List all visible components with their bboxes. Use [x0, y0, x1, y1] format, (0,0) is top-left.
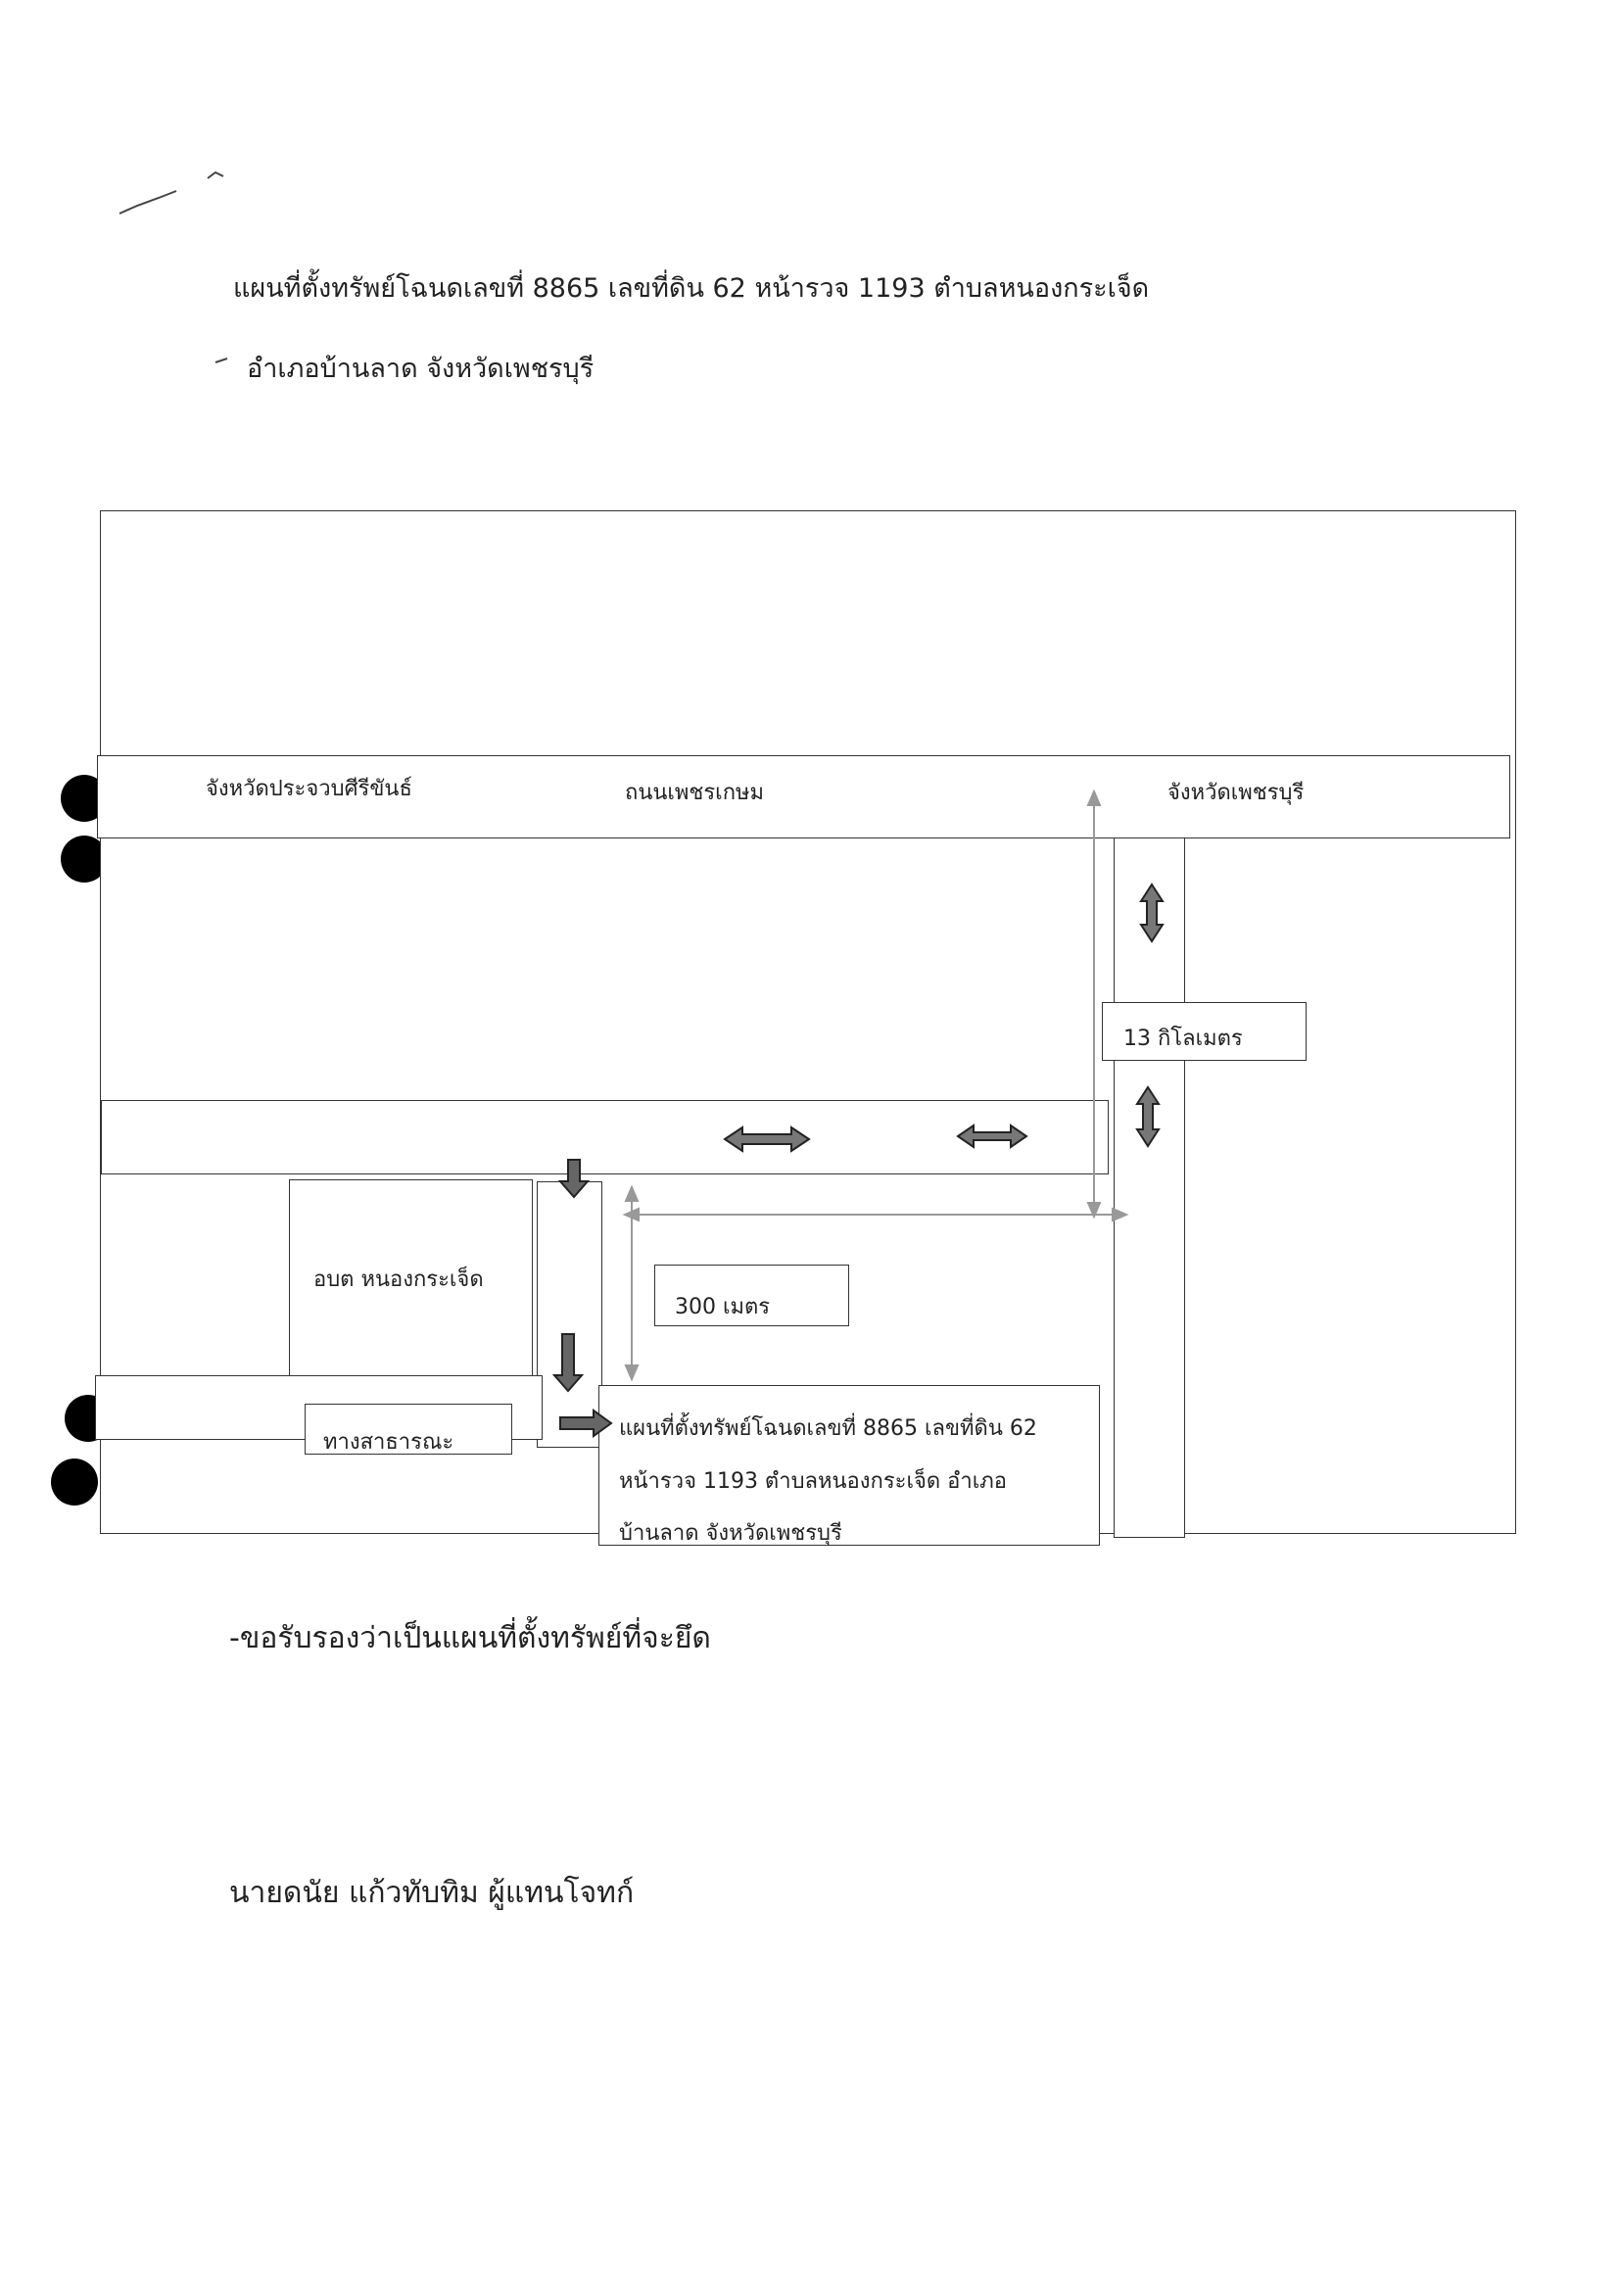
header-line-1: แผนที่ตั้งทรัพย์โฉนดเลขที่ 8865 เลขที่ดิ…	[233, 273, 1150, 304]
vertical-road	[1114, 837, 1185, 1538]
label-highway: ถนนเพชรเกษม	[625, 781, 765, 805]
distance-km-label: 13 กิโลเมตร	[1123, 1027, 1243, 1051]
public-way-box	[305, 1404, 512, 1455]
binder-hole	[51, 1459, 98, 1506]
narrow-lane	[537, 1181, 602, 1448]
pen-scribble	[119, 170, 228, 363]
right-arrow-icon	[559, 1409, 613, 1438]
office-label: อบต หนองกระเจ็ด	[313, 1268, 484, 1292]
dimension-line-13km	[1086, 789, 1102, 1220]
distance-m-box	[654, 1265, 849, 1326]
double-arrow-icon	[723, 1125, 811, 1153]
down-arrow-icon	[557, 1159, 591, 1199]
property-box	[598, 1385, 1100, 1546]
down-arrow-icon	[551, 1333, 585, 1393]
highway-strip	[97, 755, 1510, 838]
property-line-2: หน้ารวจ 1193 ตำบลหนองกระเจ็ด อำเภอ	[619, 1469, 1007, 1494]
dimension-line-300m	[622, 1184, 1129, 1382]
certification-text: -ขอรับรองว่าเป็นแผนที่ตั้งทรัพย์ที่จะยึด	[229, 1621, 711, 1655]
vertical-double-arrow-icon	[1139, 883, 1165, 943]
double-arrow-icon	[956, 1124, 1028, 1149]
property-line-1: แผนที่ตั้งทรัพย์โฉนดเลขที่ 8865 เลขที่ดิ…	[619, 1416, 1037, 1441]
vertical-double-arrow-icon	[1135, 1085, 1161, 1148]
signature-text: นายดนัย แก้วทับทิม ผู้แทนโจทก์	[229, 1876, 635, 1910]
property-line-3: บ้านลาด จังหวัดเพชรบุรี	[619, 1521, 842, 1546]
public-way-label: ทางสาธารณะ	[323, 1430, 454, 1455]
distance-m-label: 300 เมตร	[675, 1295, 771, 1319]
office-building	[289, 1179, 533, 1377]
header-line-2: อำเภอบ้านลาด จังหวัดเพชรบุรี	[247, 354, 595, 384]
secondary-road	[101, 1100, 1109, 1174]
distance-km-box	[1102, 1002, 1307, 1061]
label-province-left: จังหวัดประจวบศีรีขันธ์	[206, 777, 412, 801]
label-province-right: จังหวัดเพชรบุรี	[1167, 781, 1305, 805]
